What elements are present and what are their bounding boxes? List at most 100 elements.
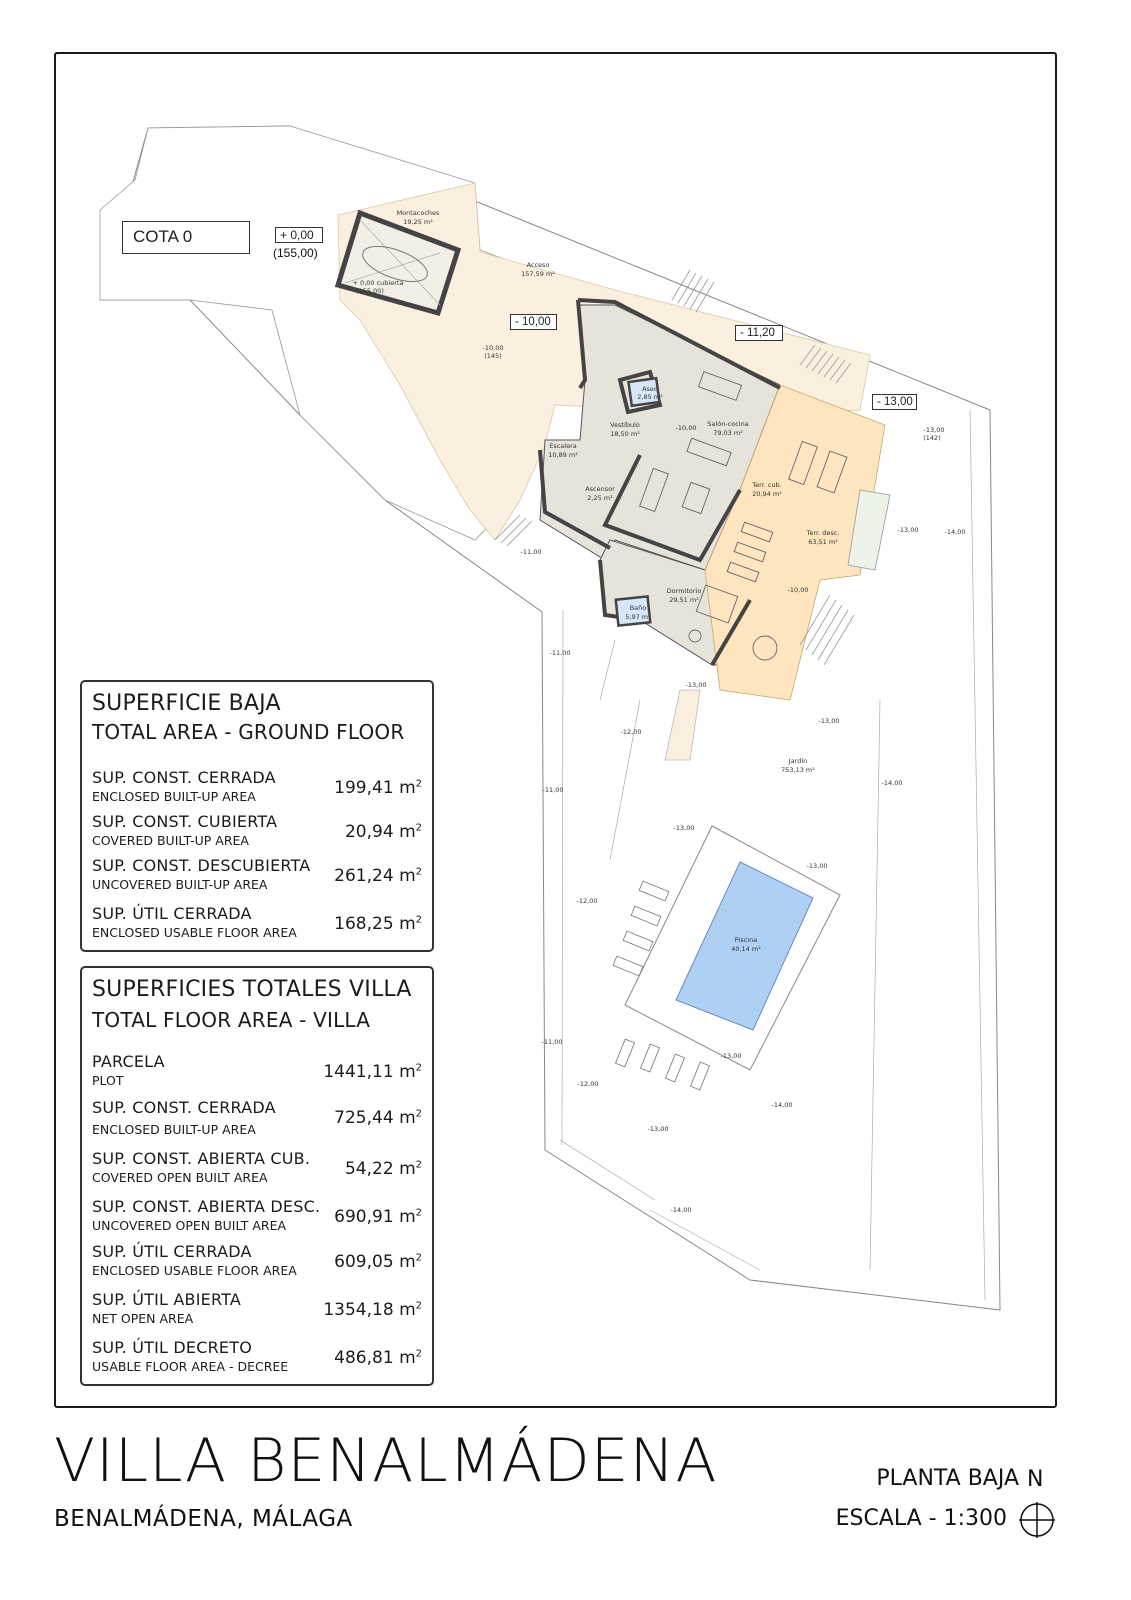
room-area-jardin: 753,13 m² [781,766,815,774]
room-area-cubierta: (155,00) [356,287,384,295]
area-row: SUP. CONST. DESCUBIERTA UNCOVERED BUILT-… [92,856,422,900]
row-label: SUP. CONST. ABIERTA DESC. [92,1197,321,1216]
spot-level: -10,00 [676,424,697,432]
spot-level: -12,00 [621,728,642,736]
row-value: 690,91 m2 [334,1207,422,1227]
spot-level: -11,00 [542,1038,563,1046]
row-label: SUP. ÚTIL CERRADA [92,904,252,923]
bano-room [614,595,652,627]
room-area-salon: 79,03 m² [713,429,743,437]
path-strip [664,689,701,761]
row-label: SUP. CONST. ABIERTA CUB. [92,1149,311,1168]
furniture [639,371,848,661]
spot-level: -13,00 [819,717,840,725]
spot-level: -11,00 [550,649,571,657]
spot-level: -10,00 [788,586,809,594]
level-box: - 11,20 [735,325,783,341]
spot-level: -13,00 [924,426,945,434]
steps-upper [494,269,855,666]
room-area-terr-desc: 63,51 m² [808,538,838,546]
terrace-zone [704,384,886,701]
project-title: VILLA BENALMÁDENA [54,1426,718,1496]
room-label-terr-desc: Terr. desc. [806,529,840,537]
row-value: 168,25 m2 [334,914,422,934]
area-row: SUP. ÚTIL CERRADA ENCLOSED USABLE FLOOR … [92,1242,422,1286]
aseo-room [627,376,661,408]
pool [675,861,814,1031]
level-tag-sub: (155,00) [273,246,318,260]
row-sublabel: COVERED BUILT-UP AREA [92,833,249,848]
panel-subtitle: TOTAL AREA - GROUND FLOOR [92,720,405,744]
panel-title: SUPERFICIES TOTALES VILLA [92,977,412,1002]
spot-level: -14,00 [882,779,903,787]
panel-subtitle: TOTAL FLOOR AREA - VILLA [92,1008,371,1032]
row-label: SUP. CONST. CERRADA [92,768,276,787]
north-compass-icon [1019,1502,1055,1538]
area-row: SUP. ÚTIL ABIERTA NET OPEN AREA 1354,18 … [92,1290,422,1334]
spot-level: -10,00 [483,344,504,352]
row-value: 1354,18 m2 [323,1300,422,1320]
room-label-salon: Salón-cocina [707,420,748,428]
spot-level: -11,00 [543,786,564,794]
row-label: SUP. CONST. CUBIERTA [92,812,278,831]
row-value: 609,05 m2 [334,1252,422,1272]
row-value: 54,22 m2 [344,1159,422,1179]
sheet-frame [54,52,1057,1408]
row-value: 20,94 m2 [344,822,422,842]
row-sublabel: COVERED OPEN BUILT AREA [92,1170,268,1185]
row-label: SUP. ÚTIL CERRADA [92,1242,252,1261]
room-label-dormitorio: Dormitorio [667,587,702,595]
row-label: SUP. ÚTIL DECRETO [92,1338,252,1357]
room-label-bano: Baño [630,604,647,612]
north-label: N [1027,1467,1044,1492]
row-sublabel: USABLE FLOOR AREA - DECREE [92,1359,289,1374]
area-row: SUP. CONST. CUBIERTA COVERED BUILT-UP AR… [92,812,422,856]
spot-level: -13,00 [898,526,919,534]
garden-paths [559,409,986,1301]
row-label: SUP. CONST. DESCUBIERTA [92,856,311,875]
room-label-jardin: Jardín [788,757,808,765]
room-area-vestibulo: 18,50 m² [610,430,640,438]
room-area-aseo: 2,85 m² [637,393,663,401]
plan-name: PLANTA BAJA [876,1466,1019,1491]
area-row: SUP. ÚTIL CERRADA ENCLOSED USABLE FLOOR … [92,904,422,948]
row-value: 199,41 m2 [334,778,422,798]
spot-level: -14,00 [772,1101,793,1109]
room-area-dormitorio: 29,51 m² [669,596,699,604]
level-tag: + 0,00 [275,227,323,243]
row-value: 725,44 m2 [334,1108,422,1128]
spot-level: -13,00 [686,681,707,689]
row-sublabel: ENCLOSED BUILT-UP AREA [92,789,256,804]
room-label-ascensor: Ascensor [585,485,615,493]
room-area-montacoches: 19,25 m² [403,218,433,226]
row-sublabel: ENCLOSED USABLE FLOOR AREA [92,1263,297,1278]
room-label-escalera: Escalera [549,442,577,450]
spot-level: -11,00 [521,548,542,556]
room-area-escalera: 10,89 m² [548,451,578,459]
montacoches-walls [334,209,462,317]
room-area-piscina: 40,14 m² [731,945,761,953]
room-label-montacoches: Montacoches [397,209,440,217]
project-location: BENALMÁDENA, MÁLAGA [54,1506,353,1532]
ground-floor-panel: SUPERFICIE BAJA TOTAL AREA - GROUND FLOO… [80,680,434,952]
row-label: PARCELA [92,1052,165,1071]
level-box: - 13,00 [872,394,917,410]
room-label-terr-cub: Terr. cub. [751,481,782,489]
plan-scale: ESCALA - 1:300 [835,1506,1007,1531]
spot-level: -14,00 [945,528,966,536]
room-label-piscina: Piscina [735,936,757,944]
room-area-ascensor: 2,25 m² [587,494,613,502]
room-area-bano: 5,97 m² [625,613,651,621]
room-label-vestibulo: Vestíbulo [610,421,640,429]
row-label: SUP. CONST. CERRADA [92,1098,276,1117]
area-row: SUP. CONST. ABIERTA CUB. COVERED OPEN BU… [92,1149,422,1193]
panel-title: SUPERFICIE BAJA [92,691,281,716]
spot-level: (145) [484,352,501,360]
room-area-terr-cub: 20,94 m² [752,490,782,498]
spot-level: -13,00 [721,1052,742,1060]
totals-panel: SUPERFICIES TOTALES VILLA TOTAL FLOOR AR… [80,966,434,1386]
room-label-cubierta: + 0,00 cubierta [353,279,404,287]
row-sublabel: NET OPEN AREA [92,1311,194,1326]
row-sublabel: UNCOVERED BUILT-UP AREA [92,877,268,892]
row-sublabel: ENCLOSED USABLE FLOOR AREA [92,925,297,940]
